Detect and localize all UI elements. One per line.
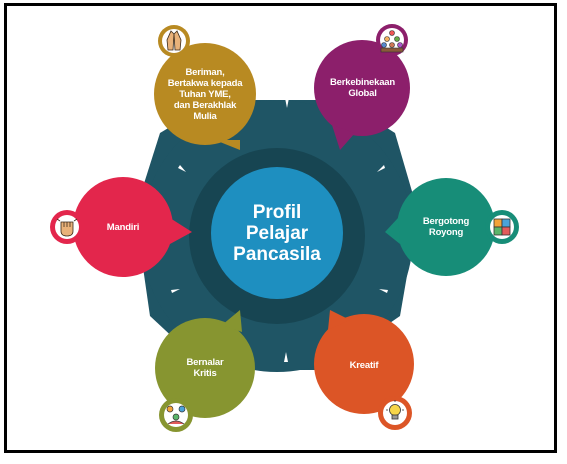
lightbulb-icon — [386, 400, 404, 420]
raised-fist-icon — [56, 218, 78, 237]
ring-mark — [284, 352, 288, 362]
ring-mark — [285, 98, 289, 108]
praying-hands-icon — [166, 30, 182, 51]
ring-mark — [377, 165, 385, 172]
ring-mark — [171, 289, 180, 293]
node-label-mandiri: Mandiri — [106, 221, 140, 233]
node-label-bernalar: Bernalar Kritis — [186, 357, 224, 379]
ring-mark — [178, 165, 186, 172]
teamwork-puzzle-icon — [493, 218, 511, 236]
node-label-beriman: Beriman, Bertakwa kepada Tuhan YME, dan … — [167, 66, 243, 122]
center-title: Profil Pelajar Pancasila — [233, 201, 321, 265]
node-label-kreatif: Kreatif — [349, 359, 379, 371]
node-beriman — [154, 25, 256, 150]
diverse-people-icon — [380, 30, 404, 53]
ring-mark — [379, 289, 388, 293]
node-label-global: Berkebinekaan Global — [330, 77, 395, 99]
center-circle — [211, 167, 343, 299]
critical-thinking-icon — [166, 405, 186, 425]
node-label-gotong: Bergotong Royong — [422, 216, 470, 238]
